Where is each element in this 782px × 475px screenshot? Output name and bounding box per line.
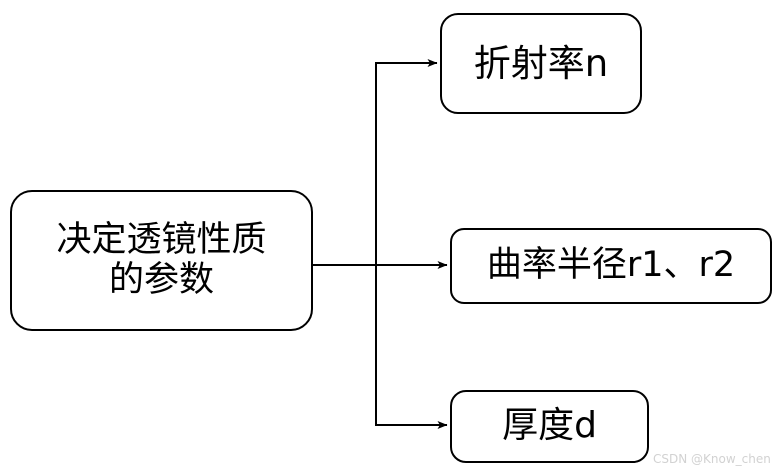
node-root-label: 决定透镜性质 的参数	[56, 220, 267, 300]
node-root-parameters[interactable]: 决定透镜性质 的参数	[10, 190, 313, 331]
node-refractive-index[interactable]: 折射率n	[440, 13, 642, 114]
node-curvature-radius-label: 曲率半径r1、r2	[486, 245, 736, 286]
connector-to-thickness	[375, 265, 448, 429]
node-thickness[interactable]: 厚度d	[450, 390, 649, 463]
node-refractive-index-label: 折射率n	[473, 41, 609, 85]
watermark-text: CSDN @Know_chen	[653, 452, 771, 466]
node-curvature-radius[interactable]: 曲率半径r1、r2	[450, 228, 772, 304]
node-thickness-label: 厚度d	[502, 405, 597, 447]
connector-to-refractive-index	[375, 59, 438, 265]
